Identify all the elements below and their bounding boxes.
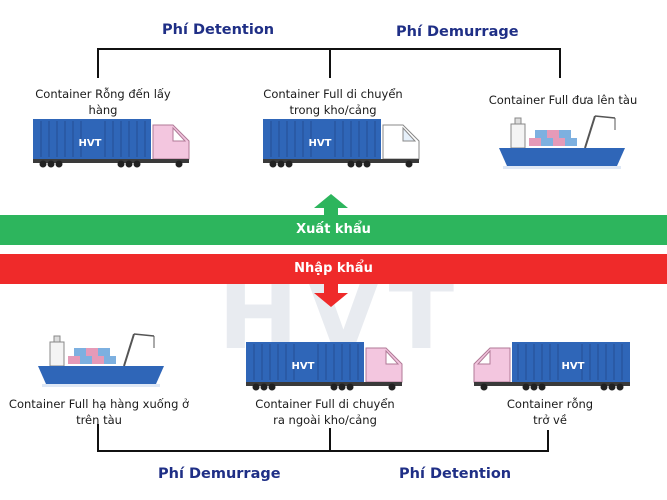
container-logo: HVT (562, 361, 585, 372)
top-step-2-caption: Container Full di chuyển trong kho/cảng (263, 87, 403, 117)
truck-icon: HVT (246, 342, 403, 391)
bottom-bracket-horizontal (97, 450, 549, 452)
ship-icon (499, 115, 625, 169)
export-band (0, 215, 667, 245)
bottom-step-3-caption: Container rỗng trở về (506, 397, 594, 427)
truck-icon: HVT (33, 119, 190, 168)
container-logo: HVT (309, 138, 332, 149)
bottom-step-2-caption: Container Full di chuyển ra ngoài kho/cả… (255, 397, 395, 427)
top-step-3-caption: Container Full đưa lên tàu (488, 93, 638, 107)
bottom-fee-demurrage: Phí Demurrage (158, 466, 281, 482)
truck-icon: HVT (263, 119, 420, 168)
import-band (0, 254, 667, 284)
truck-icon: HVT (473, 342, 630, 391)
container-logo: HVT (79, 138, 102, 149)
top-bracket-right-tick (559, 48, 561, 78)
bottom-step-1-caption: Container Full hạ hàng xuống ở trên tàu (8, 397, 190, 427)
top-step-1-caption: Container Rỗng đến lấy hàng (35, 87, 171, 117)
container-logo: HVT (292, 361, 315, 372)
export-label: Xuất khẩu (296, 222, 371, 237)
top-bracket-middle-tick (329, 48, 331, 78)
import-label: Nhập khẩu (294, 261, 373, 276)
top-fee-detention: Phí Detention (162, 22, 275, 38)
top-bracket-left-tick (97, 48, 99, 78)
bottom-fee-detention: Phí Detention (399, 466, 512, 482)
ship-icon (38, 333, 164, 387)
up-arrow-icon (314, 194, 348, 218)
bottom-bracket-middle-tick (329, 428, 331, 452)
bottom-bracket-right-tick (547, 430, 549, 452)
top-fee-demurrage: Phí Demurrage (396, 24, 519, 40)
down-arrow-icon (314, 283, 348, 307)
bottom-bracket-left-tick (97, 424, 99, 452)
